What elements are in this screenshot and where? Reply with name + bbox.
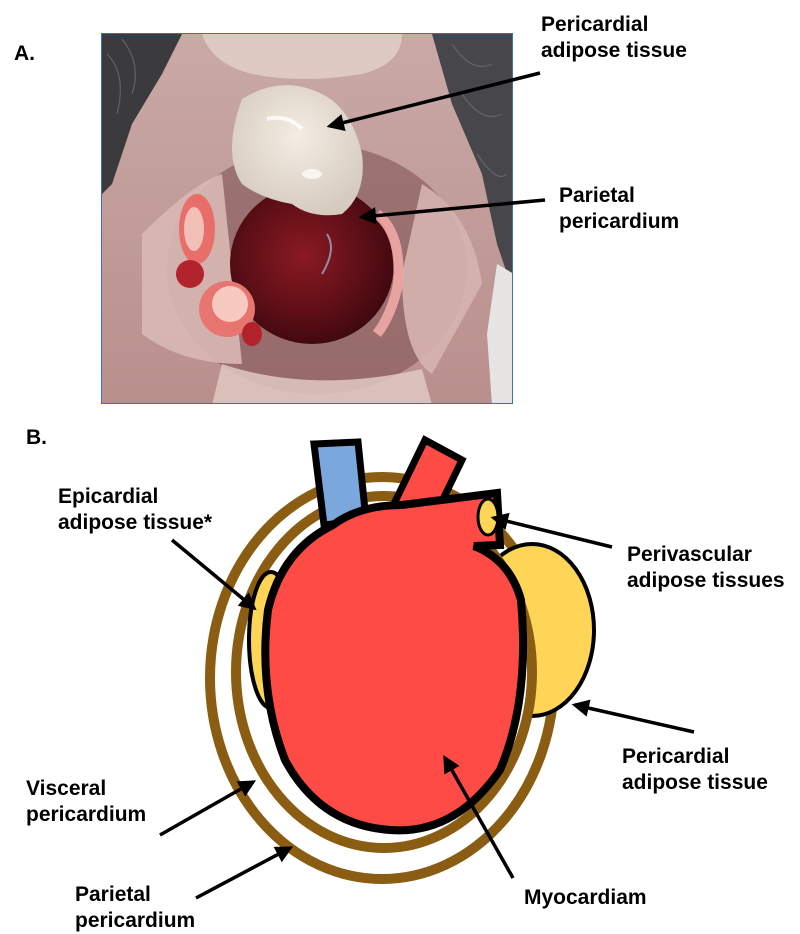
parietal-pericardium-ring — [210, 477, 554, 879]
label-epicardial: Epicardial adipose tissue* — [58, 484, 212, 536]
myocardium-shape — [265, 493, 523, 830]
panel-a-label: A. — [14, 42, 35, 66]
label-parietal-pericardium-a: Parietal pericardium — [559, 183, 679, 235]
label-line: Pericardial — [622, 744, 768, 770]
label-line: Parietal — [559, 183, 679, 209]
label-myocardium: Myocardiam — [524, 885, 647, 911]
label-line: pericardium — [26, 802, 146, 828]
pericardial-adipose-shape — [470, 544, 594, 716]
label-line: pericardium — [559, 209, 679, 235]
arrow-pericardial — [575, 705, 694, 732]
label-line: adipose tissue — [541, 38, 687, 64]
dissection-photo — [101, 33, 513, 404]
label-line: adipose tissue* — [58, 510, 212, 536]
label-parietal: Parietal pericardium — [75, 882, 195, 934]
panel-b-label: B. — [26, 426, 47, 450]
arrow-visceral — [160, 782, 253, 835]
label-line: adipose tissue — [622, 770, 768, 796]
label-pericardial-adipose-a: Pericardial adipose tissue — [541, 12, 687, 64]
artery-vessel — [390, 440, 462, 530]
label-line: Epicardial — [58, 484, 212, 510]
arrow-myocardium — [445, 758, 513, 878]
label-visceral: Visceral pericardium — [26, 776, 146, 828]
label-line: pericardium — [75, 908, 195, 934]
heart-diagram — [210, 440, 594, 879]
label-line: adipose tissues — [627, 568, 785, 594]
label-line: Visceral — [26, 776, 146, 802]
epicardial-adipose-shape — [249, 572, 293, 708]
label-line: Perivascular — [627, 542, 785, 568]
arrow-epicardial — [172, 540, 254, 608]
perivascular-adipose-shape — [478, 499, 498, 535]
visceral-pericardium-ring — [236, 496, 532, 848]
label-line: Parietal — [75, 882, 195, 908]
arrow-parietal — [196, 848, 290, 898]
arrow-perivascular — [494, 518, 612, 547]
label-perivascular: Perivascular adipose tissues — [627, 542, 785, 594]
label-line: Pericardial — [541, 12, 687, 38]
label-line: Myocardiam — [524, 885, 647, 911]
vein-vessel — [314, 442, 366, 525]
label-pericardial: Pericardial adipose tissue — [622, 744, 768, 796]
